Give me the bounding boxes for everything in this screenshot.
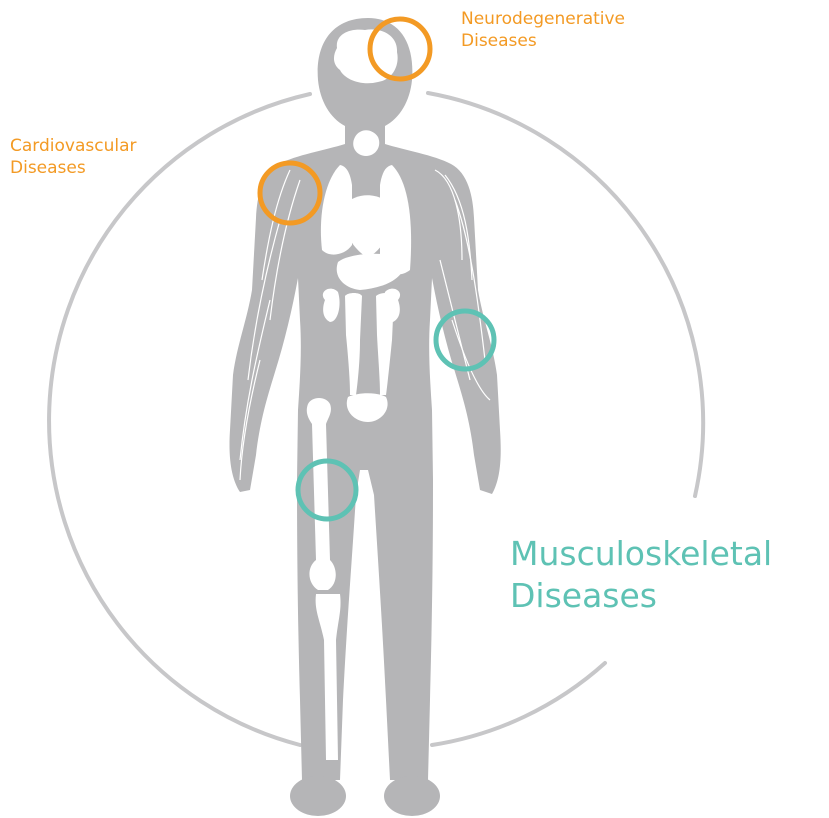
musculoskeletal-label-line1: Musculoskeletal [510,533,772,575]
cardiovascular-label-line2: Diseases [10,157,136,179]
cardiovascular-label: Cardiovascular Diseases [10,135,136,179]
neurodegenerative-label-line2: Diseases [461,30,625,52]
ring-arc-right-bottom [432,663,605,745]
musculoskeletal-label-line2: Diseases [510,575,772,617]
cardiovascular-label-line1: Cardiovascular [10,135,136,157]
musculoskeletal-label: Musculoskeletal Diseases [510,533,772,617]
neurodegenerative-label: Neurodegenerative Diseases [461,8,625,52]
neurodegenerative-label-line1: Neurodegenerative [461,8,625,30]
